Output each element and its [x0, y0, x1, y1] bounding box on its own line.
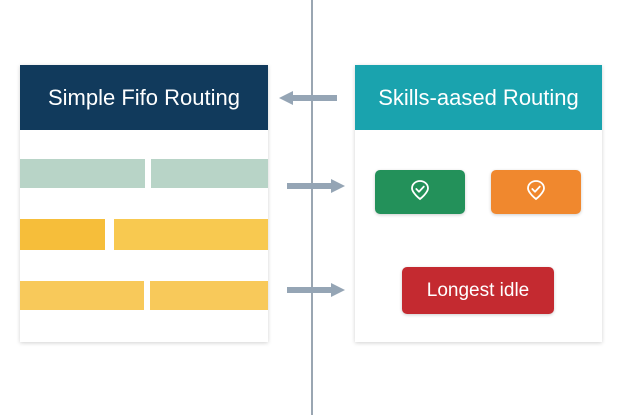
skills-panel-header: Skills-aased Routing — [355, 65, 602, 130]
queue-bar — [114, 219, 268, 250]
longest-idle-button: Longest idle — [402, 267, 554, 314]
check-shield-icon — [525, 179, 547, 206]
queue-bar — [20, 281, 144, 310]
arrow-right-icon — [287, 179, 345, 193]
skills-panel-title: Skills-aased Routing — [378, 84, 579, 110]
queue-bar — [20, 219, 105, 250]
skill-match-green — [375, 170, 465, 214]
queue-bar — [150, 281, 268, 310]
longest-idle-label: Longest idle — [426, 279, 530, 301]
skill-match-orange — [491, 170, 581, 214]
fifo-panel-header: Simple Fifo Routing — [20, 65, 268, 130]
center-divider — [311, 0, 313, 415]
queue-bar — [20, 159, 145, 188]
check-shield-icon — [409, 179, 431, 206]
queue-bar — [151, 159, 268, 188]
arrow-right-icon — [287, 283, 345, 297]
fifo-panel-title: Simple Fifo Routing — [48, 84, 240, 110]
arrow-left-icon — [279, 91, 337, 105]
